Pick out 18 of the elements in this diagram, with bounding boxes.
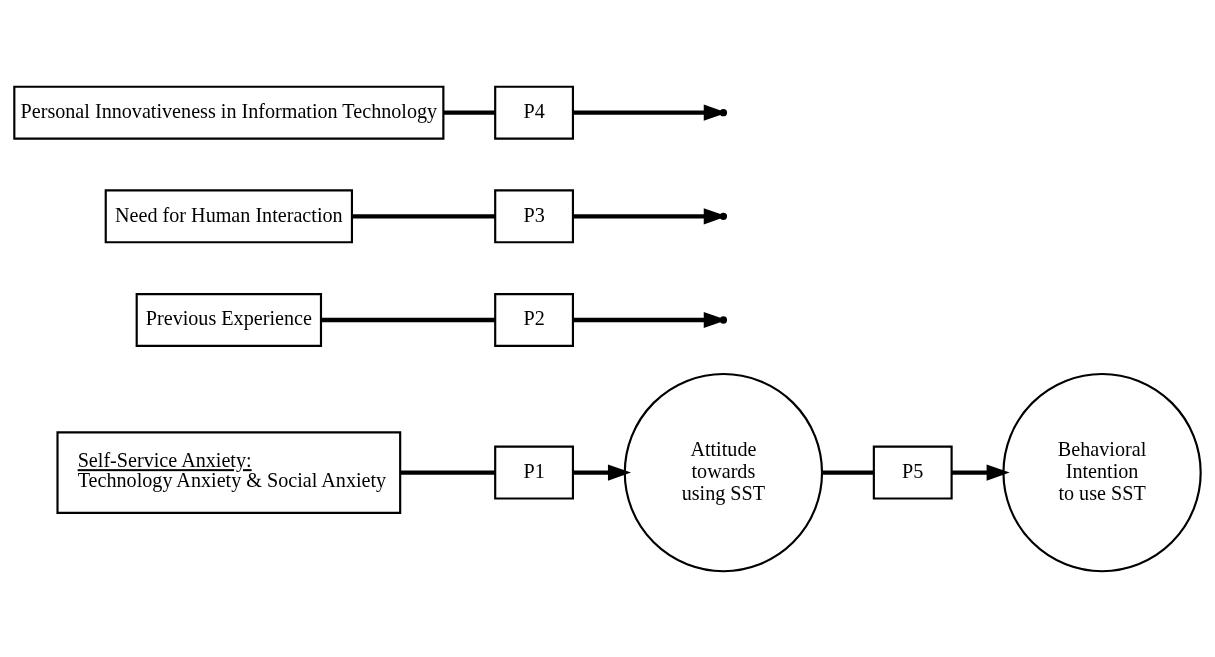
node-box: P3: [494, 188, 575, 243]
node-box: Self-Service Anxiety: Technology Anxiety & Social Anxiety: [56, 430, 402, 514]
node-circle: Attitude towards using SST: [623, 372, 824, 572]
node-box: Need for Human Interaction: [104, 188, 353, 243]
node-box: P4: [494, 85, 575, 140]
node-box: P2: [494, 292, 575, 347]
arrow: [951, 464, 1010, 481]
node-box: Personal Innovativeness in Information Technology: [13, 85, 445, 140]
connector: [351, 213, 495, 218]
node-box: P1: [494, 445, 575, 500]
node-box: Previous Experience: [135, 292, 323, 347]
node-circle: Behavioral Intention to use SST: [1002, 372, 1202, 572]
connector: [400, 469, 496, 475]
connector: [443, 110, 496, 115]
connector: [321, 317, 496, 322]
node-box: P5: [872, 445, 953, 500]
connector: [822, 469, 874, 475]
arrow: [573, 464, 632, 481]
